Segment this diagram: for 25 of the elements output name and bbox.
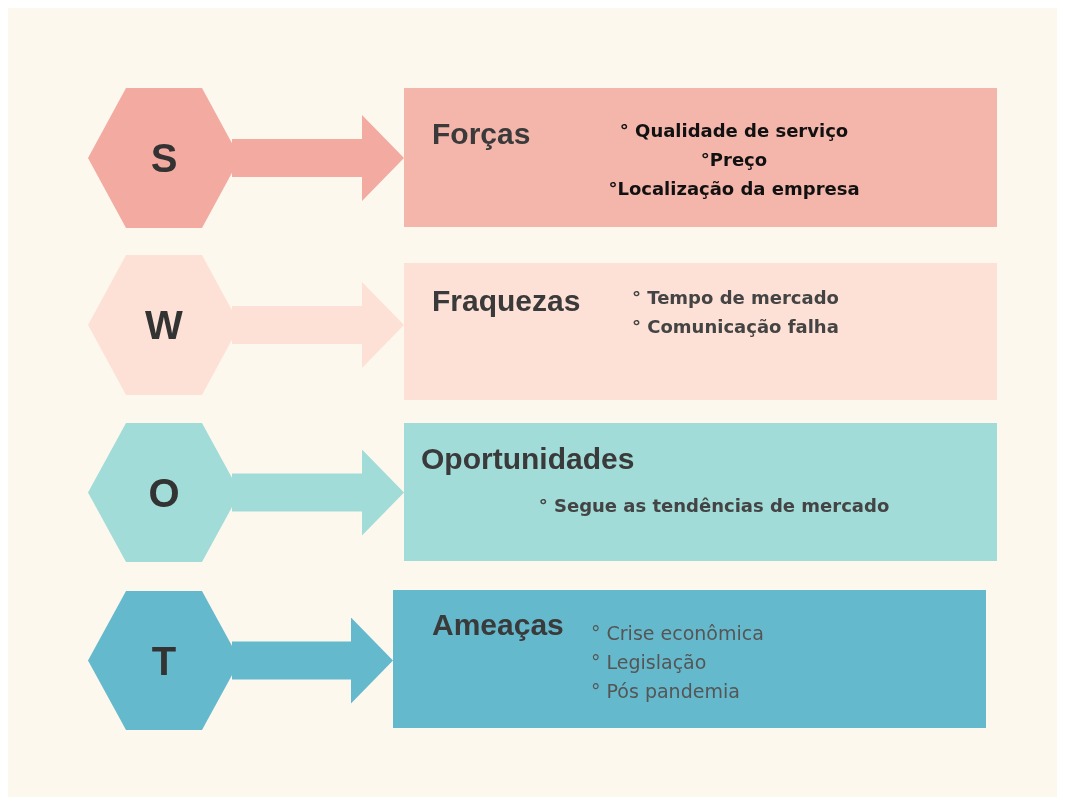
bullet-item: ° Crise econômica	[591, 621, 765, 646]
thick-arrow	[232, 617, 393, 704]
bullet-item: ° Pós pandemia	[591, 679, 741, 704]
panel-heading: Fraquezas	[432, 284, 581, 318]
bullet-item: °Preço	[699, 148, 769, 172]
swot-letter: O	[147, 470, 181, 515]
bullet-item: ° Legislação	[591, 650, 708, 675]
bullet-item: ° Comunicação falha	[632, 315, 840, 339]
thick-arrow	[232, 115, 404, 201]
bullet-item: ° Qualidade de serviço	[618, 119, 850, 143]
thick-arrow	[232, 449, 404, 536]
panel-heading: Forças	[432, 117, 531, 151]
bullet-item: ° Tempo de mercado	[632, 286, 840, 310]
swot-letter: W	[144, 302, 184, 348]
text-panel	[393, 590, 986, 728]
bullet-item: ° Segue as tendências de mercado	[537, 494, 891, 518]
text-panel	[404, 423, 997, 561]
swot-letter: T	[150, 638, 178, 683]
swot-letter: S	[149, 135, 179, 181]
text-panel	[404, 263, 997, 400]
bullet-item: °Localização da empresa	[607, 177, 861, 201]
panel-heading: Ameaças	[432, 608, 564, 642]
panel-heading: Oportunidades	[421, 442, 635, 476]
text-panel	[404, 88, 997, 227]
thick-arrow	[232, 282, 404, 368]
